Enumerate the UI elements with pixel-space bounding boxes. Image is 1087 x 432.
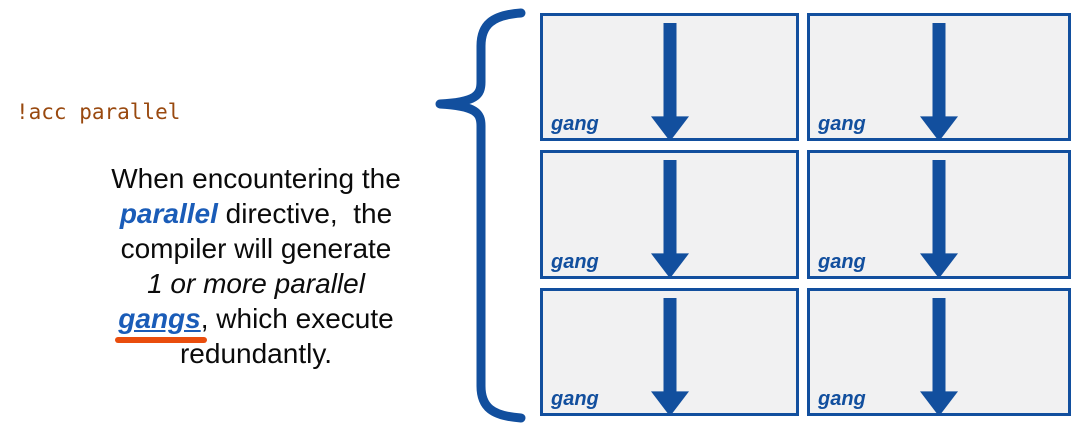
paragraph-text-italic: 1 or more parallel: [147, 268, 365, 299]
description-paragraph: When encountering the parallel directive…: [57, 161, 455, 371]
gang-label: gang: [551, 250, 599, 273]
paragraph-line-4: 1 or more parallel: [57, 266, 455, 301]
left-curly-brace-icon: [435, 8, 526, 423]
paragraph-text: directive, the: [217, 198, 393, 229]
gang-label: gang: [818, 113, 866, 136]
paragraph-line-5: gangs, which execute: [57, 301, 455, 343]
paragraph-line-6: redundantly.: [57, 336, 455, 371]
down-arrow-icon: [650, 297, 689, 416]
paragraph-text: When encountering the: [111, 163, 401, 194]
gang-label: gang: [818, 250, 866, 273]
gang-label: gang: [551, 387, 599, 410]
paragraph-text: redundantly.: [179, 338, 333, 369]
down-arrow-icon: [920, 160, 958, 279]
acc-parallel-directive-code: !acc parallel: [16, 100, 181, 124]
gang-box-1: gang: [540, 13, 799, 142]
paragraph-text: compiler will generate: [120, 233, 392, 264]
gang-label: gang: [818, 387, 866, 410]
paragraph-line-1: When encountering the: [57, 161, 455, 196]
down-arrow-icon: [650, 23, 689, 142]
paragraph-line-2: parallel directive, the: [57, 196, 455, 231]
gangs-keyword: gangs: [115, 301, 207, 343]
down-arrow-icon: [920, 297, 958, 416]
gangs-keyword-text: gangs: [118, 303, 201, 334]
orange-underline: [115, 337, 207, 343]
down-arrow-icon: [650, 160, 689, 279]
paragraph-text: , which execute: [200, 303, 394, 334]
gang-box-4: gang: [807, 150, 1071, 279]
down-arrow-icon: [920, 23, 958, 142]
gang-box-5: gang: [540, 287, 799, 416]
parallel-keyword: parallel: [119, 198, 218, 229]
gang-box-3: gang: [540, 150, 799, 279]
gang-grid: gang gang gang gang: [540, 13, 1071, 416]
gang-box-6: gang: [807, 287, 1071, 416]
paragraph-line-3: compiler will generate: [57, 231, 455, 266]
gang-label: gang: [551, 113, 599, 136]
gang-box-2: gang: [807, 13, 1071, 142]
